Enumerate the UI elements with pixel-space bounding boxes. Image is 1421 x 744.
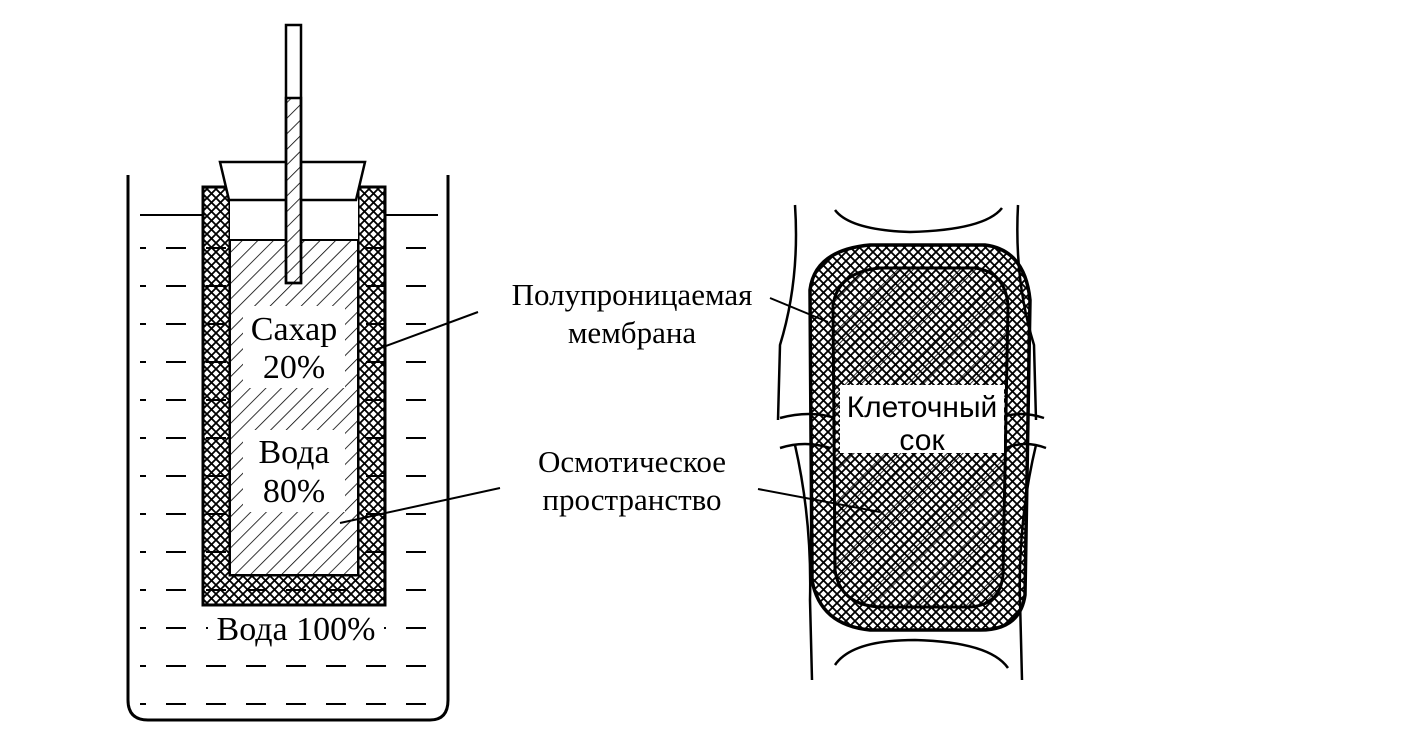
osmotic-label-line2: пространство [542,482,721,517]
plant-cell: Клеточный сок [776,204,1047,681]
membrane-leader-left [374,311,479,351]
sugar-solution [229,239,359,576]
water-percent-label: 80% [263,473,325,510]
cell-sap-label-line1: Клеточный [847,391,998,424]
center-labels: Полупроницаемая мембрана Осмотическое пр… [339,277,881,524]
sugar-percent-label: 20% [263,349,325,386]
osmotic-leader-left [339,487,501,524]
outer-water-label: Вода 100% [217,611,376,648]
beaker-apparatus: Сахар 20% Вода 80% Вода 100% [126,23,450,722]
beaker [126,175,450,722]
membrane-label-line1: Полупроницаемая [512,277,753,312]
capillary-tube [284,23,303,285]
membrane-label-line2: мембрана [568,315,697,350]
water-label: Вода [258,434,329,471]
cell-sap-label-line2: сок [899,424,945,457]
osmotic-label-line1: Осмотическое [538,444,726,479]
sugar-label: Сахар [251,311,337,348]
